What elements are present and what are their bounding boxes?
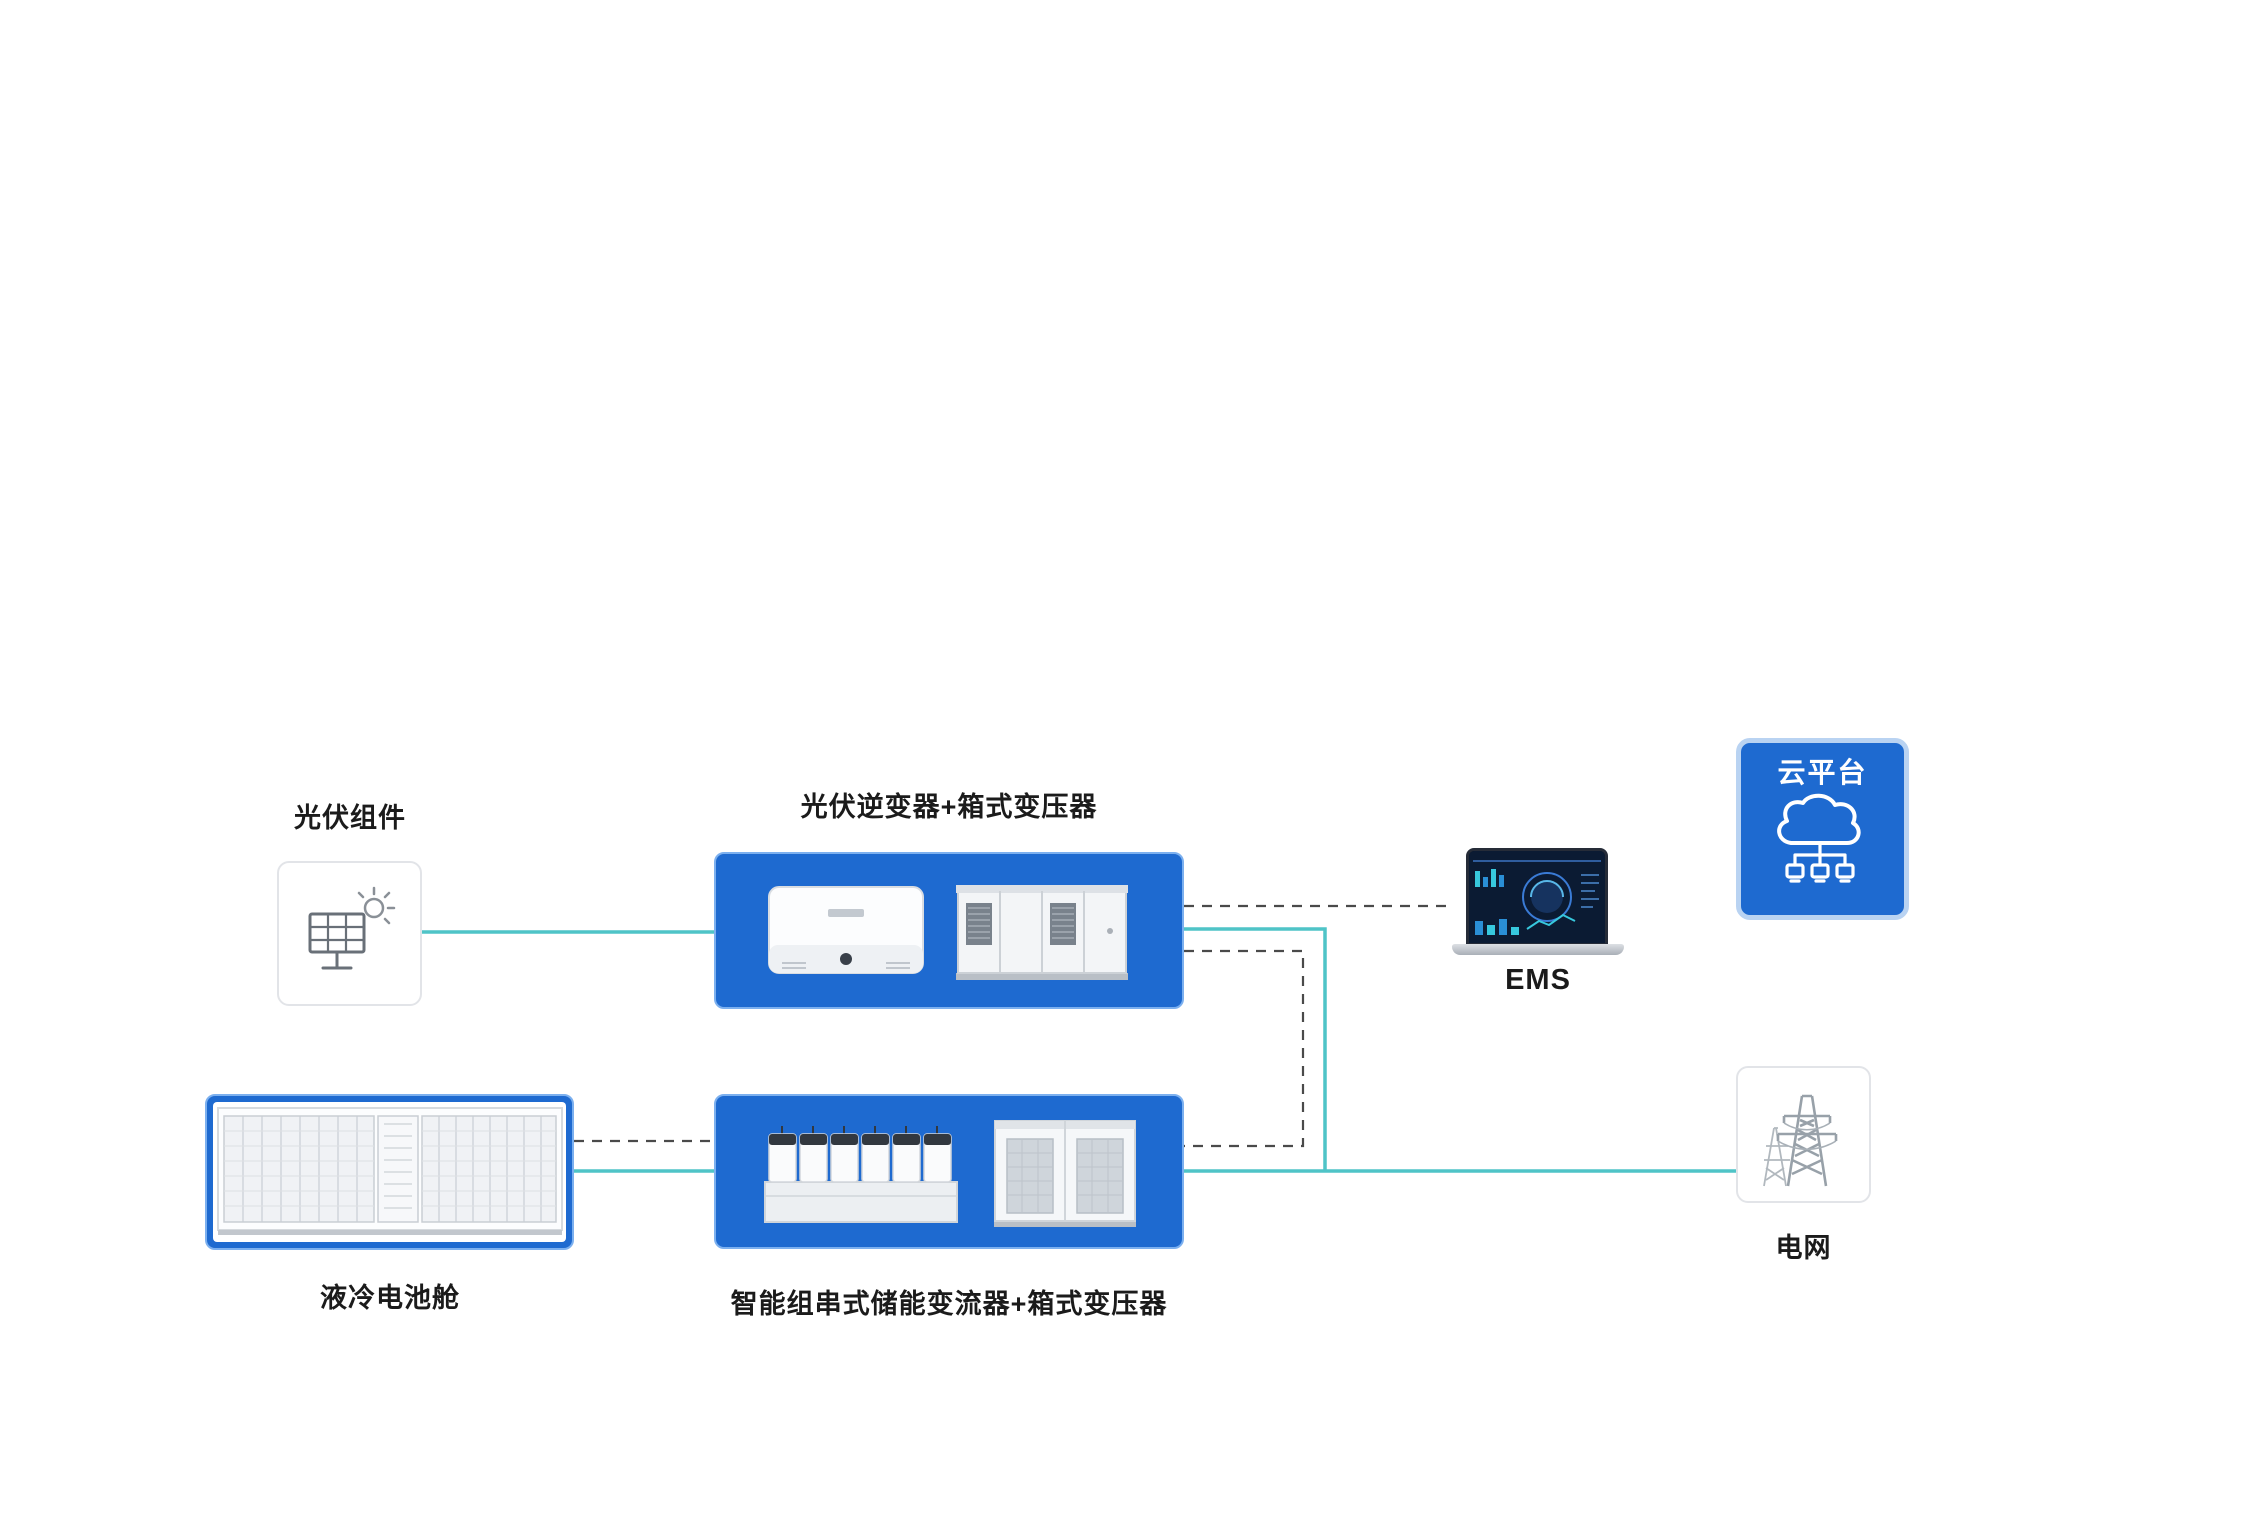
comm-line-inverter-to-pcs bbox=[1184, 949, 1305, 1148]
pcs-modules-image bbox=[763, 1125, 958, 1223]
storage-converter-node bbox=[714, 1094, 1184, 1249]
ems-dashboard-image bbox=[1469, 851, 1605, 943]
battery-node bbox=[205, 1094, 574, 1250]
ems-laptop-screen bbox=[1466, 848, 1608, 946]
power-line-inverter-to-bus bbox=[1184, 927, 1327, 1171]
box-transformer-image bbox=[956, 884, 1128, 980]
storage-converter-label: 智能组串式储能变流器+箱式变压器 bbox=[730, 1289, 1168, 1319]
battery-container-image bbox=[216, 1107, 563, 1235]
pv-modules-node bbox=[277, 861, 422, 1006]
solar-panel-icon bbox=[308, 886, 395, 969]
battery-photo-frame bbox=[213, 1102, 566, 1242]
storage-transformer-image bbox=[993, 1119, 1136, 1227]
grid-tower-icon bbox=[1762, 1094, 1837, 1186]
ems-laptop-base bbox=[1452, 944, 1624, 955]
pv-inverter-label: 光伏逆变器+箱式变压器 bbox=[800, 792, 1098, 822]
pv-inverter-node bbox=[714, 852, 1184, 1009]
cloud-network-icon bbox=[1776, 793, 1861, 883]
pv-modules-label: 光伏组件 bbox=[294, 803, 406, 833]
ems-label: EMS bbox=[1505, 964, 1571, 996]
grid-label: 电网 bbox=[1775, 1233, 1832, 1263]
pv-inverter-image bbox=[768, 885, 924, 974]
cloud-platform-node: 云平台 bbox=[1736, 738, 1909, 920]
battery-label: 液冷电池舱 bbox=[320, 1283, 460, 1313]
grid-node bbox=[1736, 1066, 1871, 1203]
cloud-platform-label: 云平台 bbox=[1777, 757, 1868, 788]
